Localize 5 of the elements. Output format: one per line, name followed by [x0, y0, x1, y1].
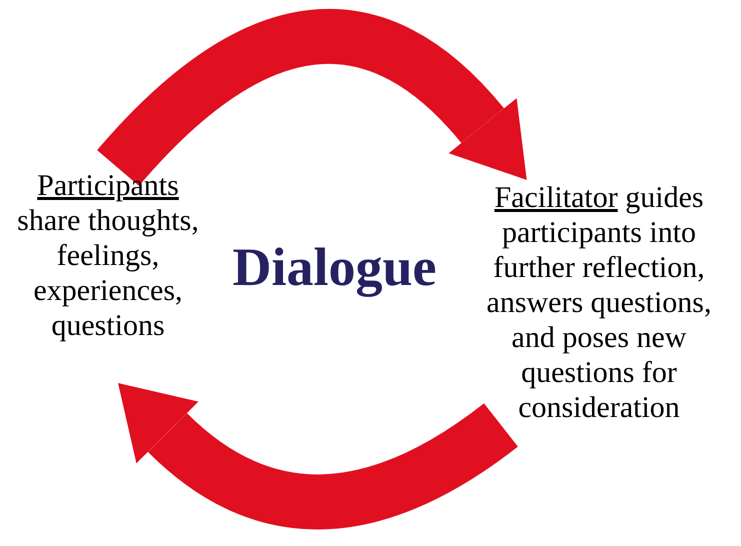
description-text: Facilitator guides participants into further reflection, answers questions, and poses new questions for consideration: [486, 180, 712, 425]
description-text: share thoughts, feelings, experiences, questions: [16, 203, 200, 343]
role-heading: Participants: [36, 168, 180, 203]
curved-arrow: [116, 386, 518, 530]
center-title: Dialogue: [231, 236, 438, 298]
